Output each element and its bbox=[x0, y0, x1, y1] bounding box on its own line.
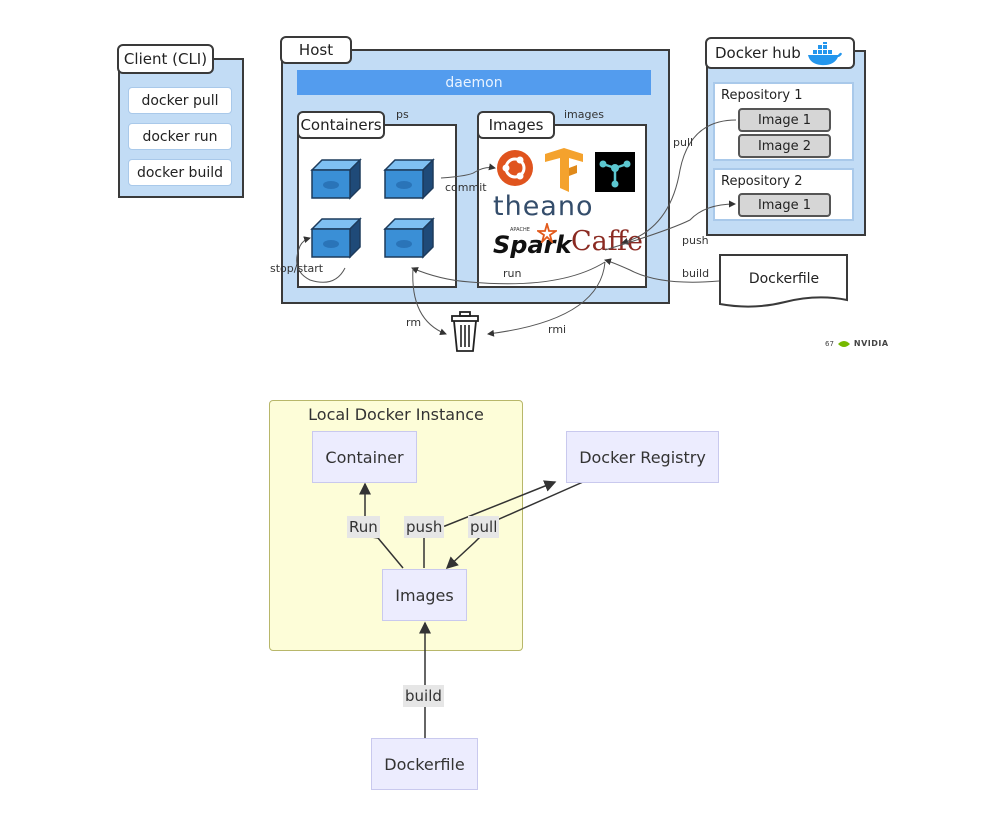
pull-edge-label: pull bbox=[468, 516, 500, 538]
dockerfile-node: Dockerfile bbox=[371, 738, 478, 790]
spark-star-icon bbox=[537, 223, 557, 243]
docker-whale-icon bbox=[808, 42, 842, 66]
repo1-image-1: Image 1 bbox=[738, 108, 831, 132]
rmi-label: rmi bbox=[548, 323, 567, 336]
push-label: push bbox=[682, 234, 709, 247]
repo2-image-1: Image 1 bbox=[738, 193, 831, 217]
commit-label: commit bbox=[445, 181, 487, 194]
images-title: Images bbox=[477, 111, 555, 139]
container-cube-2 bbox=[383, 158, 435, 200]
repo1-image-2: Image 2 bbox=[738, 134, 831, 158]
pull-label: pull bbox=[673, 136, 694, 149]
container-node: Container bbox=[312, 431, 417, 483]
spark-super-text: APACHE bbox=[510, 227, 530, 233]
repository-1-title: Repository 1 bbox=[721, 88, 803, 103]
repository-2-title: Repository 2 bbox=[721, 174, 803, 189]
command-docker-pull: docker pull bbox=[128, 87, 232, 114]
docker-registry-node: Docker Registry bbox=[566, 431, 719, 483]
caffe-logo: Caffe bbox=[571, 226, 643, 257]
containers-title: Containers bbox=[297, 111, 385, 139]
cntk-logo-icon bbox=[595, 152, 635, 192]
command-docker-build: docker build bbox=[128, 159, 232, 186]
build-label: build bbox=[682, 267, 710, 280]
container-cube-4 bbox=[383, 217, 435, 259]
dockerfile-label: Dockerfile bbox=[748, 271, 820, 287]
push-edge-label: push bbox=[404, 516, 445, 538]
dockerfile-doc-shape bbox=[719, 254, 848, 308]
images-node: Images bbox=[382, 569, 467, 621]
nvidia-eye-icon bbox=[837, 340, 850, 347]
nvidia-brand: NVIDIA bbox=[853, 339, 889, 348]
client-title: Client (CLI) bbox=[117, 44, 214, 74]
slide-footer: 67 NVIDIA bbox=[825, 339, 889, 348]
trash-icon bbox=[451, 311, 479, 352]
build-edge-label: build bbox=[403, 685, 444, 707]
command-docker-run: docker run bbox=[128, 123, 232, 150]
rm-label: rm bbox=[406, 316, 422, 329]
daemon-bar: daemon bbox=[297, 70, 651, 95]
cluster-title: Local Docker Instance bbox=[308, 405, 484, 424]
run-label: run bbox=[503, 267, 522, 280]
ps-label: ps bbox=[396, 108, 409, 121]
containers-box bbox=[297, 124, 457, 288]
host-title: Host bbox=[280, 36, 352, 64]
images-side-label: images bbox=[564, 108, 604, 121]
stop-start-label: stop/start bbox=[270, 262, 324, 275]
container-cube-3 bbox=[310, 217, 362, 259]
ubuntu-logo-icon bbox=[497, 150, 533, 186]
page-number: 67 bbox=[825, 339, 834, 348]
spark-text: Spark bbox=[493, 231, 572, 259]
container-cube-1 bbox=[310, 158, 362, 200]
docker-hub-title: Docker hub bbox=[705, 37, 855, 69]
docker-hub-title-text: Docker hub bbox=[715, 44, 801, 62]
tensorflow-logo-icon bbox=[545, 148, 583, 192]
theano-logo: theano bbox=[493, 191, 594, 222]
run-edge-label: Run bbox=[347, 516, 380, 538]
